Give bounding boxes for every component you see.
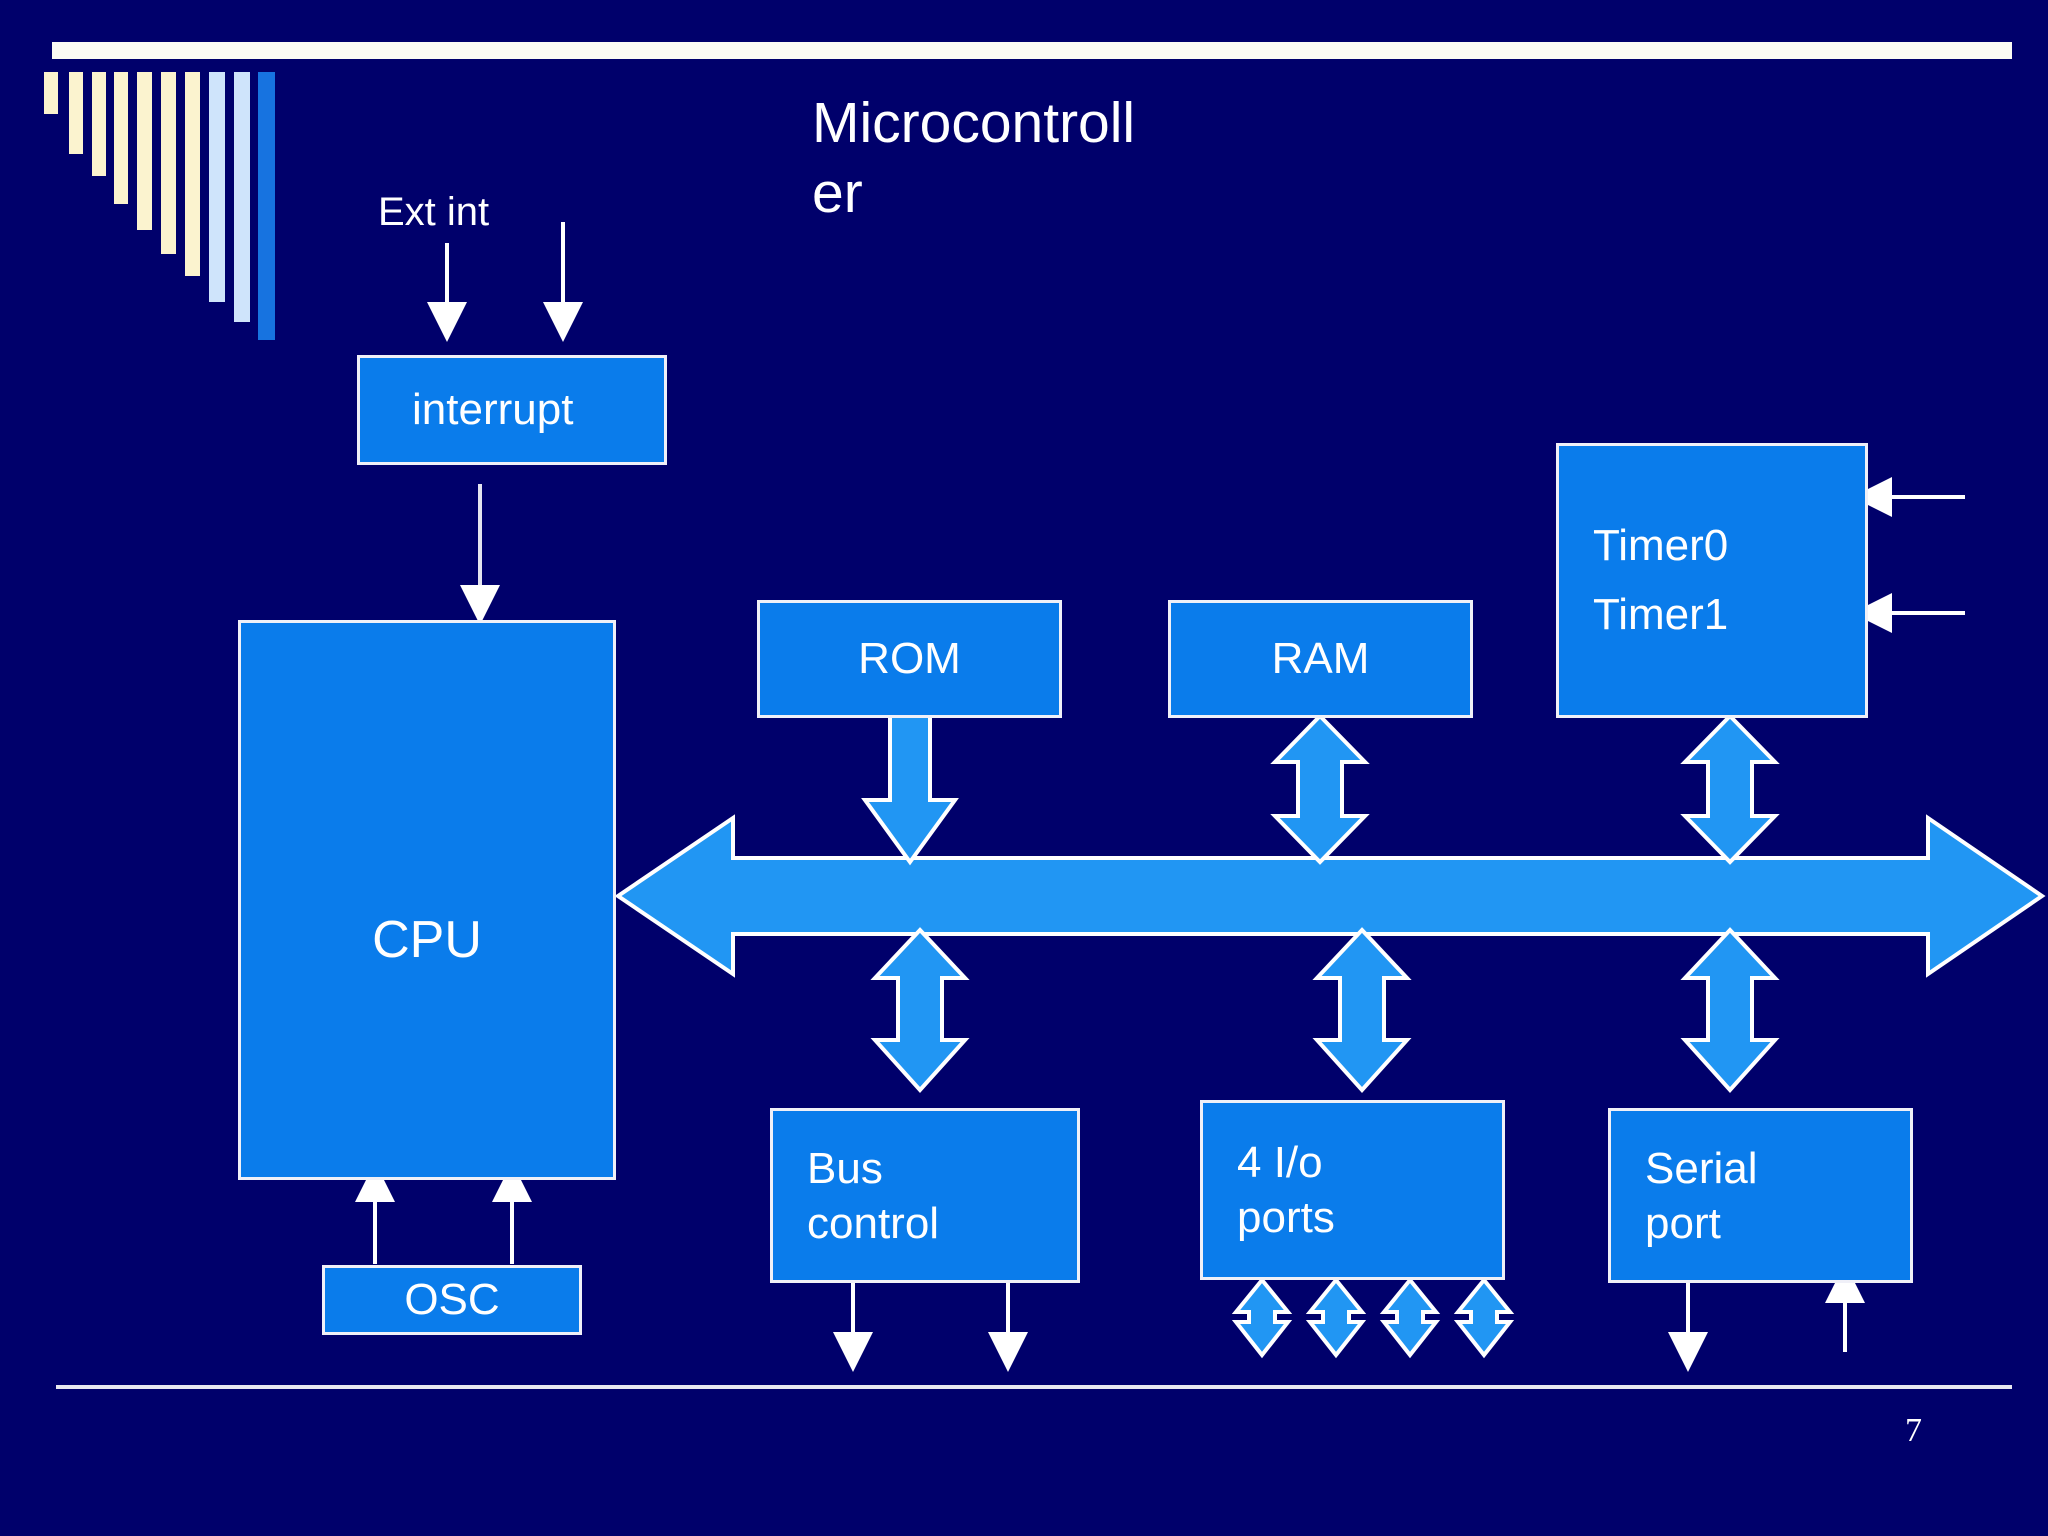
bus-to-io-ports-arrow bbox=[1312, 927, 1412, 1093]
rom-to-bus-arrow bbox=[861, 714, 959, 866]
bus-to-serial-port-arrow bbox=[1680, 927, 1780, 1093]
block-timers[interactable]: Timer0 Timer1 bbox=[1556, 443, 1868, 718]
decorative-bars bbox=[44, 72, 275, 340]
decorative-bar-6 bbox=[161, 72, 176, 254]
io-port-line-3 bbox=[1379, 1276, 1441, 1359]
ram-to-bus-arrow bbox=[1270, 713, 1370, 865]
block-osc[interactable]: OSC bbox=[322, 1265, 582, 1335]
decorative-bar-10 bbox=[258, 72, 275, 340]
io-port-line-2 bbox=[1305, 1276, 1367, 1359]
system-bus-arrow bbox=[614, 814, 2046, 978]
page-number: 7 bbox=[1905, 1412, 1922, 1449]
decorative-bar-5 bbox=[137, 72, 152, 230]
block-serial-port[interactable]: Serial port bbox=[1608, 1108, 1913, 1283]
timer-to-bus-arrow bbox=[1680, 713, 1780, 865]
block-bus-control[interactable]: Bus control bbox=[770, 1108, 1080, 1283]
page-title: Microcontroll er bbox=[812, 91, 1136, 226]
decorative-bar-7 bbox=[185, 72, 200, 276]
decorative-bar-3 bbox=[92, 72, 106, 176]
decorative-bar-8 bbox=[209, 72, 225, 302]
bus-to-bus-control-arrow bbox=[870, 927, 970, 1093]
bottom-divider-rule bbox=[56, 1385, 2012, 1389]
block-rom[interactable]: ROM bbox=[757, 600, 1062, 718]
decorative-bar-9 bbox=[234, 72, 250, 322]
block-ram[interactable]: RAM bbox=[1168, 600, 1473, 718]
block-io-ports[interactable]: 4 I/o ports bbox=[1200, 1100, 1505, 1280]
decorative-bar-2 bbox=[69, 72, 83, 154]
block-timer1-label: Timer1 bbox=[1593, 589, 1729, 639]
top-divider-rule bbox=[52, 42, 2012, 59]
decorative-bar-4 bbox=[114, 72, 128, 204]
ext-int-label: Ext int bbox=[378, 190, 490, 234]
block-interrupt[interactable]: interrupt bbox=[357, 355, 667, 465]
decorative-bar-1 bbox=[44, 72, 58, 114]
block-cpu[interactable]: CPU bbox=[238, 620, 616, 1180]
io-port-line-1 bbox=[1231, 1276, 1293, 1359]
block-timer0-label: Timer0 bbox=[1593, 521, 1729, 571]
io-port-line-4 bbox=[1453, 1276, 1515, 1359]
